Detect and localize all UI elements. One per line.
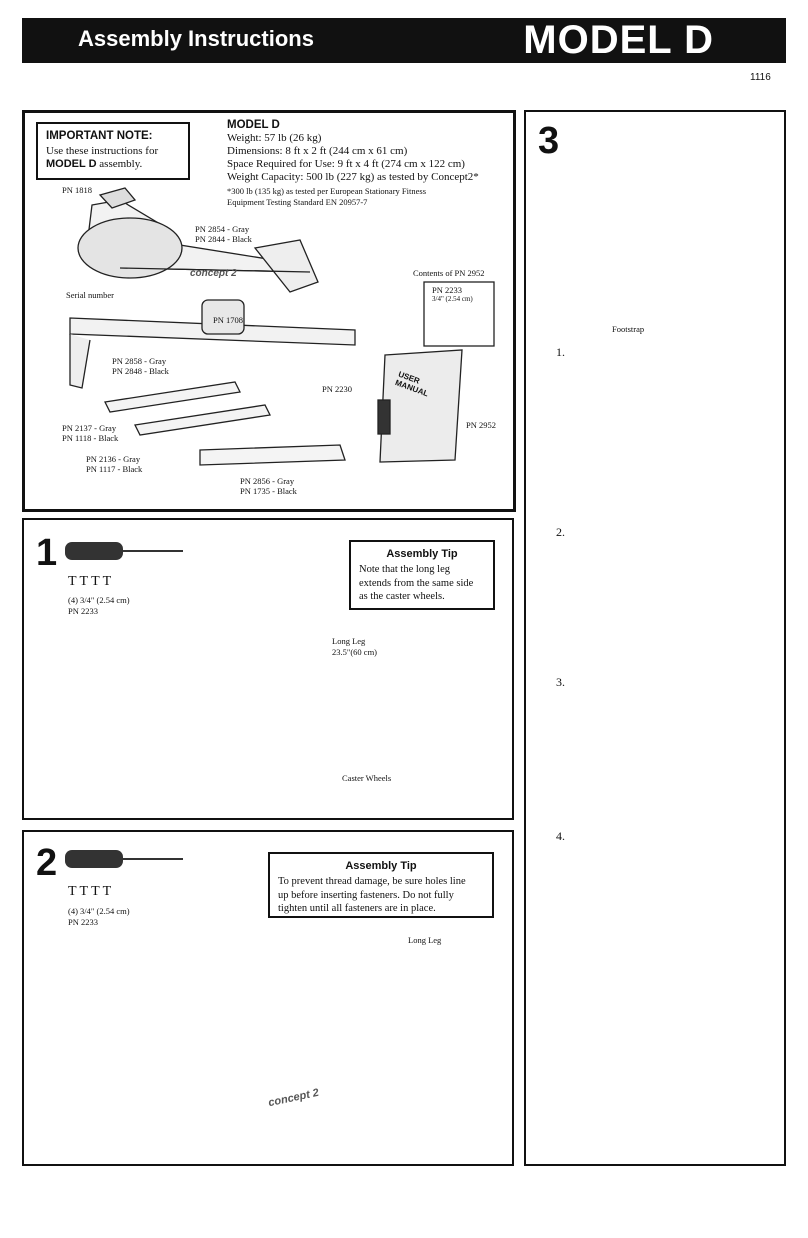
label-pn2854: PN 2854 - Gray — [195, 224, 250, 234]
tip-line: extends from the same side — [359, 577, 474, 589]
label-pn1735: PN 1735 - Black — [240, 486, 297, 496]
label-pn2952: PN 2952 — [466, 420, 496, 430]
substep-3: 3. — [556, 675, 565, 689]
substep-4: 4. — [556, 829, 565, 843]
label-contents: Contents of PN 2952 — [413, 268, 485, 278]
bolts-icon: TTTT — [68, 574, 115, 589]
spec-block: MODEL D Weight: 57 lb (26 kg) Dimensions… — [227, 119, 507, 208]
step1-number: 1 — [36, 532, 58, 574]
spec-footnote: *300 lb (135 kg) as tested per European … — [227, 186, 427, 196]
doc-title: Assembly Instructions — [78, 26, 314, 51]
tip-line: up before inserting fasteners. Do not fu… — [278, 889, 454, 901]
label-pn2856: PN 2856 - Gray — [240, 476, 295, 486]
screwdriver-icon — [65, 850, 183, 868]
frame-illustration — [77, 187, 319, 293]
note-heading: IMPORTANT NOTE: — [46, 130, 153, 142]
tip-line: as the caster wheels. — [359, 591, 445, 602]
bolts-icon: TTTT — [68, 884, 115, 899]
spec-title: MODEL D — [227, 119, 280, 131]
step1-tip-box: Assembly Tip Note that the long leg exte… — [349, 540, 495, 610]
note-line: Use these instructions for — [46, 145, 159, 157]
rail-illustration — [69, 299, 356, 389]
spec-footnote-2: Equipment Testing Standard EN 20957-7 — [227, 197, 368, 207]
label-pn2230: PN 2230 — [322, 384, 352, 394]
label-pn1117: PN 1117 - Black — [86, 464, 143, 474]
label-pn1118: PN 1118 - Black — [62, 433, 119, 443]
long-leg-label: Long Leg — [332, 636, 366, 646]
label-pn2848: PN 2848 - Black — [112, 366, 169, 376]
bag-illustration — [377, 281, 495, 463]
note-line-2: MODEL D assembly. — [46, 158, 143, 170]
tip-heading: Assembly Tip — [386, 548, 458, 560]
label-pn2137: PN 2137 - Gray — [62, 423, 117, 433]
doc-number: 1116 — [750, 72, 771, 83]
brand-logo: concept 2 — [190, 268, 237, 279]
caster-label: Caster Wheels — [342, 773, 392, 783]
tip-line: Note that the long leg — [359, 564, 450, 575]
label-pn1708: PN 1708 — [213, 315, 243, 325]
tip-line: tighten until all fasteners are in place… — [278, 903, 436, 914]
tip-line: To prevent thread damage, be sure holes … — [278, 876, 466, 887]
label-pn2844: PN 2844 - Black — [195, 234, 252, 244]
long-leg-label: Long Leg — [408, 935, 442, 945]
header-bar: Assembly Instructions MODEL D — [22, 18, 786, 63]
step1-qty: (4) 3/4" (2.54 cm) — [68, 595, 130, 605]
spec-space: Space Required for Use: 9 ft x 4 ft (274… — [227, 158, 465, 170]
substep-1: 1. — [556, 345, 565, 359]
step3-panel — [524, 110, 786, 1166]
screwdriver-icon — [65, 542, 183, 560]
substep-2: 2. — [556, 525, 565, 539]
step1-pn: PN 2233 — [68, 606, 98, 616]
label-size: 3/4" (2.54 cm) — [432, 295, 473, 303]
step2-number: 2 — [36, 842, 58, 884]
long-leg-size: 23.5"(60 cm) — [332, 647, 378, 657]
step2-qty: (4) 3/4" (2.54 cm) — [68, 906, 130, 916]
legs-illustration — [104, 381, 346, 466]
spec-weight: Weight: 57 lb (26 kg) — [227, 132, 322, 144]
spec-dimensions: Dimensions: 8 ft x 2 ft (244 cm x 61 cm) — [227, 145, 408, 157]
label-pn1818: PN 1818 — [62, 185, 92, 195]
label-pn2233: PN 2233 — [432, 285, 462, 295]
step2-tip-box: Assembly Tip To prevent thread damage, b… — [268, 852, 494, 918]
label-pn2858: PN 2858 - Gray — [112, 356, 167, 366]
model-title: MODEL D — [523, 18, 714, 62]
step3-number: 3 — [538, 120, 560, 162]
footstrap-label: Footstrap — [612, 324, 645, 334]
important-note-box: IMPORTANT NOTE: Use these instructions f… — [36, 122, 190, 180]
spec-capacity: Weight Capacity: 500 lb (227 kg) as test… — [227, 171, 479, 183]
tip-heading: Assembly Tip — [345, 860, 417, 872]
label-serial: Serial number — [66, 290, 114, 300]
step2-pn: PN 2233 — [68, 917, 98, 927]
label-pn2136: PN 2136 - Gray — [86, 454, 141, 464]
